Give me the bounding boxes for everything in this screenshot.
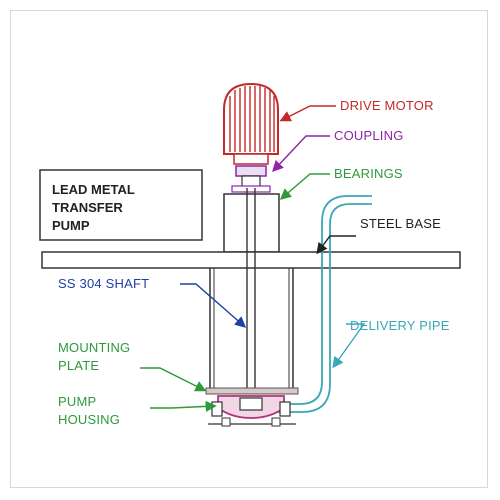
title-line-3: PUMP (52, 218, 90, 233)
title-box: LEAD METAL TRANSFER PUMP (39, 169, 203, 241)
pump-housing-leader (150, 400, 217, 412)
mounting-plate-label-line-2: PLATE (58, 358, 99, 373)
coupling-label: COUPLING (334, 128, 404, 143)
shaft (246, 188, 256, 392)
title-line-2: TRANSFER (52, 200, 123, 215)
mounting-plate-label-line-1: MOUNTING (58, 340, 130, 355)
steel-base-label: STEEL BASE (360, 216, 441, 231)
bearing-housing (223, 193, 280, 253)
pump-housing-label-line-2: HOUSING (58, 412, 120, 427)
pump-column (209, 268, 294, 392)
mounting-plate-leader (140, 367, 207, 392)
shaft-label: SS 304 SHAFT (58, 276, 149, 291)
steel-base-plate (41, 251, 461, 269)
coupling (231, 165, 271, 193)
delivery-pipe-label: DELIVERY PIPE (350, 318, 450, 333)
drive-motor-leader (279, 105, 336, 122)
diagram-frame (10, 10, 488, 488)
drive-motor (223, 82, 279, 165)
pump-housing (208, 395, 296, 427)
mounting-plate (205, 387, 299, 395)
shaft-leader (180, 283, 247, 328)
delivery-pipe-leader (332, 323, 366, 369)
pump-housing-label-line-1: PUMP (58, 394, 96, 409)
bearings-leader (279, 173, 330, 200)
steel-base-leader (316, 235, 356, 255)
drive-motor-label: DRIVE MOTOR (340, 98, 434, 113)
bearings-label: BEARINGS (334, 166, 403, 181)
coupling-leader (272, 135, 330, 173)
title-line-1: LEAD METAL (52, 182, 135, 197)
delivery-pipe (266, 195, 372, 413)
